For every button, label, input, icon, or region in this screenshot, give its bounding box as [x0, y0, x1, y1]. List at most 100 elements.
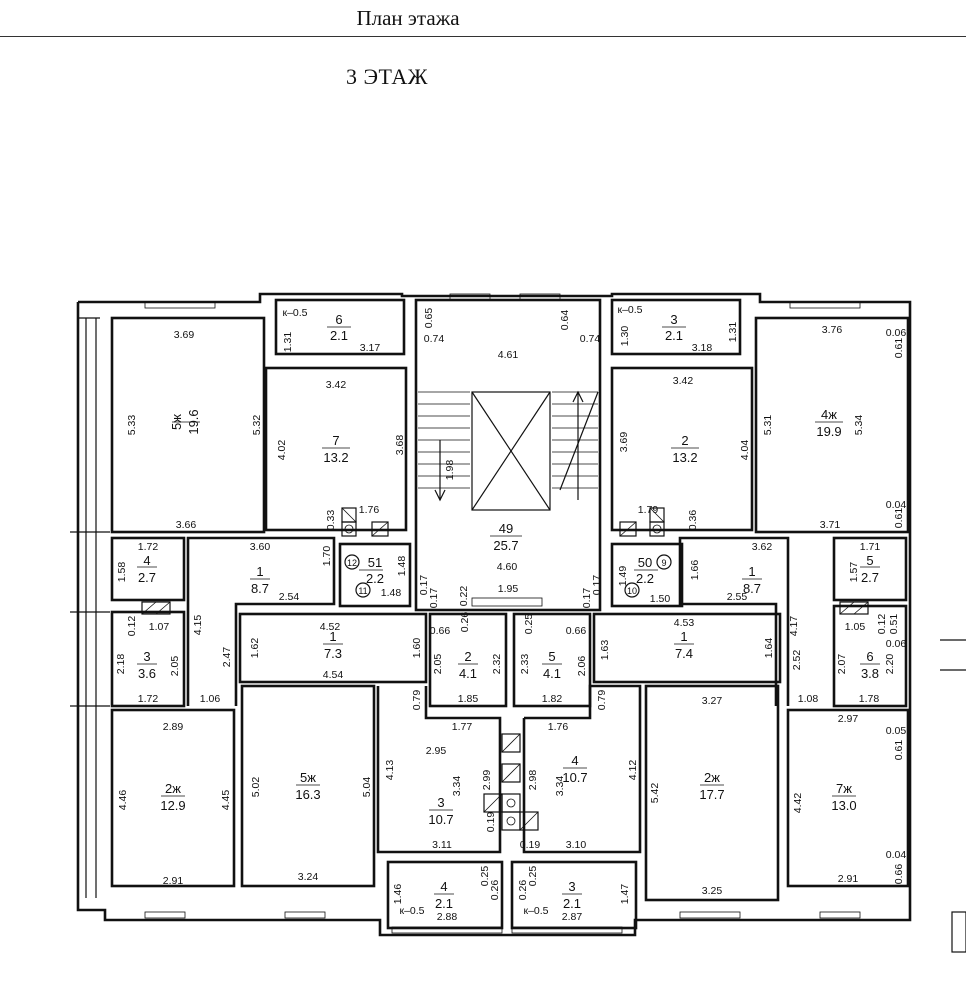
- room-number: 3: [437, 795, 444, 810]
- dimension-label: 2.32: [491, 654, 503, 675]
- dimension-label: 1.48: [381, 587, 402, 599]
- dimension-label: 2.55: [727, 591, 748, 603]
- dimension-label: 0.26: [489, 880, 501, 901]
- room-area: 19.9: [816, 424, 841, 439]
- dimension-label: 4.61: [498, 349, 519, 361]
- room-number: 5: [548, 649, 555, 664]
- room-number: 49: [499, 521, 513, 536]
- dimension-label: 3.27: [702, 695, 723, 707]
- room-number: 4: [440, 879, 447, 894]
- dimension-label: 3.17: [360, 342, 381, 354]
- dimension-label: 4.15: [192, 615, 204, 636]
- room-number: 5ж: [169, 414, 184, 430]
- room-number: 1: [680, 629, 687, 644]
- room-number: 7ж: [836, 781, 852, 796]
- dimension-label: 0.61: [893, 508, 905, 529]
- room-area: 2.2: [366, 571, 384, 586]
- room-number: 3: [568, 879, 575, 894]
- dimension-label: 2.89: [163, 721, 184, 733]
- room-number: 4: [143, 553, 150, 568]
- dimension-label: 0.66: [430, 625, 451, 637]
- dimension-label: 5.33: [126, 415, 138, 436]
- room-number: 2ж: [165, 781, 181, 796]
- dimension-label: 3.11: [432, 839, 452, 851]
- room-number: 1: [329, 629, 336, 644]
- dimension-label: 0.12: [876, 614, 888, 635]
- dimension-label: 2.95: [426, 745, 447, 757]
- room-number: 2ж: [704, 770, 720, 785]
- dimension-label: 1.31: [282, 332, 294, 353]
- dimension-label: 2.06: [576, 656, 588, 677]
- dimension-label: к–0.5: [282, 307, 307, 319]
- dimension-label: 4.45: [220, 790, 232, 811]
- room-area: 4.1: [459, 666, 477, 681]
- marker-circles: [344, 554, 672, 598]
- dimension-label: к–0.5: [523, 905, 548, 917]
- dimension-label: 4.42: [792, 793, 804, 814]
- page-header: План этажа: [0, 0, 966, 40]
- dimension-label: 5.02: [250, 777, 262, 798]
- dimension-label: 4.13: [384, 760, 396, 781]
- area-fraction-lines: [137, 326, 880, 895]
- dimension-label: 4.04: [739, 440, 751, 461]
- dimension-label: 1.70: [321, 546, 333, 567]
- dimension-label: 1.60: [411, 638, 423, 659]
- room-area: 19.6: [186, 409, 201, 434]
- dimension-label: 0.26: [517, 880, 529, 901]
- room-number: 1: [748, 564, 755, 579]
- marker-numbers: 12 11 9 10: [347, 558, 667, 596]
- dimension-label: 2.07: [836, 654, 848, 675]
- room-number: 1: [256, 564, 263, 579]
- dimension-label: 1.63: [599, 640, 611, 661]
- dimension-label: 1.82: [542, 693, 563, 705]
- dimension-label: 1.46: [392, 884, 404, 905]
- room-area: 13.2: [672, 450, 697, 465]
- dimension-label: 2.91: [163, 875, 184, 887]
- dimension-label: 2.52: [791, 650, 803, 671]
- dimension-label: 5.04: [361, 777, 373, 798]
- room-number: 6: [335, 312, 342, 327]
- dimension-label: 0.61: [893, 338, 905, 359]
- room-area: 13.0: [831, 798, 856, 813]
- dimension-label: 1.48: [396, 556, 408, 577]
- dimension-label: 1.08: [798, 693, 819, 705]
- dimension-label: 0.25: [479, 866, 491, 887]
- dimension-label: 2.91: [838, 873, 859, 885]
- dimension-label: 0.25: [527, 866, 539, 887]
- room-outlines: [110, 298, 910, 930]
- dimension-label: 2.87: [562, 911, 583, 923]
- dimension-label: 0.25: [523, 614, 535, 635]
- dimension-label: 3.10: [566, 839, 587, 851]
- room-area: 2.1: [665, 328, 683, 343]
- dimension-label: 0.19: [485, 812, 497, 833]
- dimension-label: 4.52: [320, 621, 341, 633]
- dimension-label: 3.18: [692, 342, 713, 354]
- dimension-label: 2.18: [115, 654, 127, 675]
- room-number: 4: [571, 753, 578, 768]
- dimension-label: 0.74: [424, 333, 445, 345]
- room-area: 17.7: [699, 787, 724, 802]
- room-labels: 5ж 19.6 6 2.1 7 13.2 4 2.7 1 8.7 3 3.6 1…: [138, 312, 879, 911]
- room-number: 5: [866, 553, 873, 568]
- dimension-labels: 3.69 5.33 5.32 3.66 к–0.5 1.31 3.17 3.42…: [115, 304, 906, 923]
- dimension-label: 0.12: [126, 616, 138, 637]
- dimension-label: 2.98: [527, 770, 539, 791]
- room-area: 3.6: [138, 666, 156, 681]
- dimension-label: 5.31: [762, 415, 774, 436]
- dimension-label: 0.36: [687, 510, 699, 531]
- dimension-label: к–0.5: [399, 905, 424, 917]
- room-number: 3: [670, 312, 677, 327]
- dimension-label: 4.60: [497, 561, 518, 573]
- room-number: 4ж: [821, 407, 837, 422]
- room-area: 7.4: [675, 646, 693, 661]
- room-number: 51: [368, 555, 382, 570]
- dimension-label: 0.66: [893, 864, 905, 885]
- dimension-label: 2.97: [838, 713, 859, 725]
- dimension-label: 1.76: [359, 504, 380, 516]
- room-area: 13.2: [323, 450, 348, 465]
- room-area: 2.7: [861, 570, 879, 585]
- dimension-label: 1.98: [444, 460, 456, 481]
- dimension-label: 1.57: [848, 562, 860, 583]
- dimension-label: 0.04: [886, 849, 907, 861]
